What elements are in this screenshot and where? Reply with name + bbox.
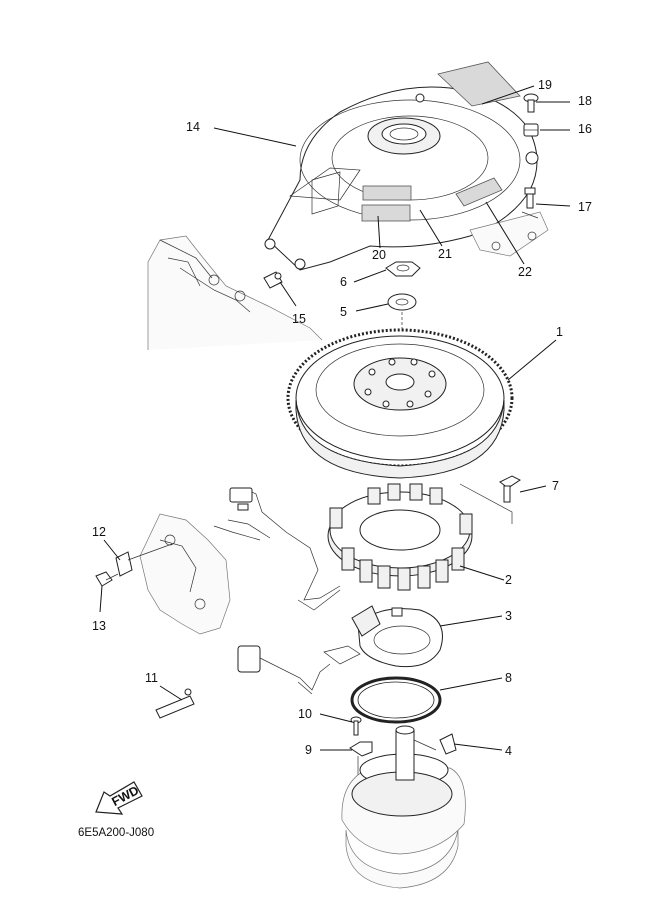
callout-12: 12 bbox=[92, 525, 106, 539]
callout-18: 18 bbox=[578, 94, 592, 108]
callout-20: 20 bbox=[372, 248, 386, 262]
callout-11: 11 bbox=[145, 671, 158, 685]
callout-13: 13 bbox=[92, 619, 106, 633]
callout-21: 21 bbox=[438, 247, 452, 261]
callout-6: 6 bbox=[340, 275, 347, 289]
callout-17: 17 bbox=[578, 200, 592, 214]
callout-3: 3 bbox=[505, 609, 512, 623]
wire-harness bbox=[213, 487, 341, 611]
collar-16[interactable] bbox=[523, 123, 539, 137]
pulser-coil-base[interactable] bbox=[323, 605, 443, 668]
callout-4: 4 bbox=[505, 744, 512, 758]
retaining-ring[interactable] bbox=[350, 676, 442, 724]
callout-8: 8 bbox=[505, 671, 512, 685]
bolt-7[interactable] bbox=[499, 475, 521, 503]
stator[interactable] bbox=[327, 483, 473, 591]
bolt-18[interactable] bbox=[523, 93, 539, 113]
washer-5[interactable] bbox=[387, 293, 417, 311]
callout-14: 14 bbox=[186, 120, 200, 134]
coil-connector bbox=[237, 645, 331, 695]
callout-9: 9 bbox=[305, 743, 312, 757]
callout-15: 15 bbox=[292, 312, 306, 326]
diagram-code: 6E5A200-J080 bbox=[78, 827, 154, 839]
engine-block-lower bbox=[139, 513, 231, 635]
fwd-label: FWD bbox=[109, 783, 141, 809]
cover-bracket bbox=[469, 211, 549, 257]
key-4[interactable] bbox=[439, 733, 457, 755]
callout-labels: 1 2 3 4 5 6 7 8 9 10 11 12 13 14 15 16 1… bbox=[92, 78, 592, 758]
leader-lines bbox=[99, 85, 571, 751]
flywheel[interactable] bbox=[286, 328, 514, 479]
clamp-12[interactable] bbox=[115, 543, 173, 577]
crankshaft-base bbox=[341, 725, 466, 889]
pin-11[interactable] bbox=[155, 688, 195, 719]
grommet-15[interactable] bbox=[263, 271, 283, 289]
clip-9[interactable] bbox=[349, 741, 373, 757]
callout-2: 2 bbox=[505, 573, 512, 587]
flywheel-cover[interactable] bbox=[264, 61, 539, 271]
callout-19: 19 bbox=[538, 78, 552, 92]
nut-6[interactable] bbox=[385, 261, 421, 277]
callout-22: 22 bbox=[518, 265, 532, 279]
bolt-13[interactable] bbox=[95, 571, 119, 587]
fwd-arrow-icon: FWD bbox=[95, 781, 143, 815]
callout-7: 7 bbox=[552, 479, 559, 493]
callout-10: 10 bbox=[298, 707, 312, 721]
callout-5: 5 bbox=[340, 305, 347, 319]
callout-16: 16 bbox=[578, 122, 592, 136]
screw-10[interactable] bbox=[350, 716, 362, 736]
bolt-17[interactable] bbox=[524, 187, 536, 209]
callout-1: 1 bbox=[556, 325, 563, 339]
engine-block-outline bbox=[147, 235, 323, 350]
